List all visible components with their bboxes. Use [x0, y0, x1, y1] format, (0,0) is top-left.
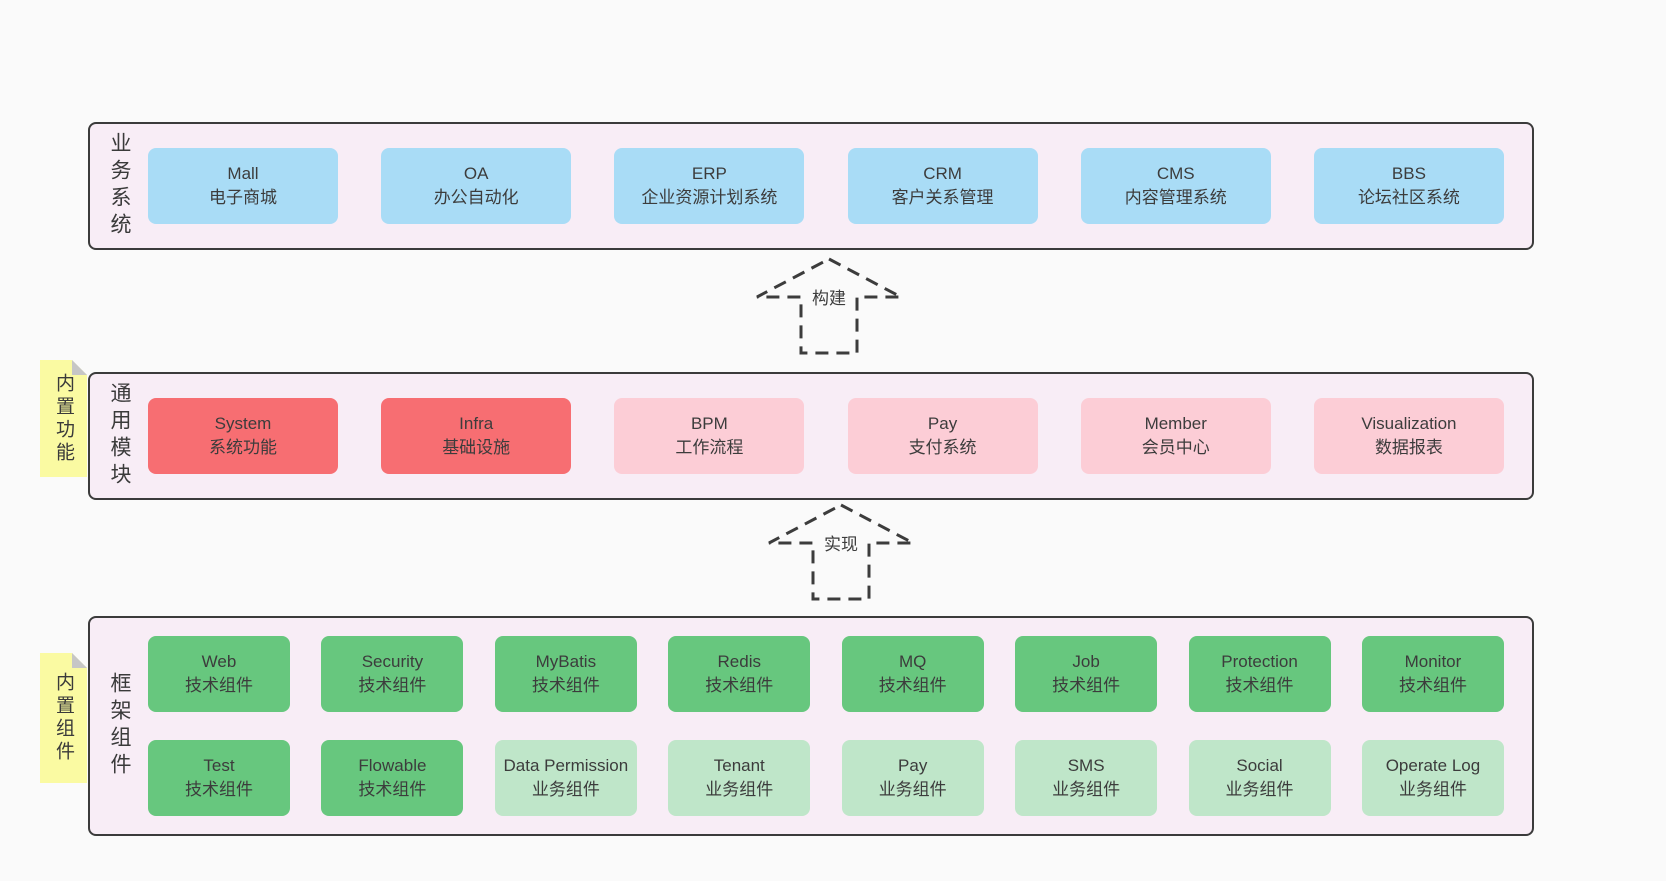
box-crm: CRM 客户关系管理	[847, 148, 1038, 224]
implement-arrow-label: 实现	[821, 530, 861, 555]
box-cms: CMS 内容管理系统	[1080, 148, 1271, 224]
box-operate-log: Operate Log 业务组件	[1361, 740, 1504, 816]
box-monitor: Monitor 技术组件	[1361, 636, 1504, 712]
box-visualization: Visualization 数据报表	[1313, 398, 1504, 474]
sticky-note-text: 内置功能	[53, 372, 74, 465]
business-systems-layer: 业务系统 Mall 电子商城 OA 办公自动化 ERP 企业资源计划系统 CRM…	[88, 122, 1534, 250]
box-bpm: BPM 工作流程	[614, 398, 805, 474]
business-layer-label: 业务系统	[108, 132, 131, 240]
build-arrow: 构建	[754, 256, 904, 356]
box-data-permission: Data Permission 业务组件	[494, 740, 637, 816]
box-oa: OA 办公自动化	[381, 148, 572, 224]
framework-box-row-1: Web 技术组件 Security 技术组件 MyBatis 技术组件 Redi…	[148, 636, 1504, 712]
framework-layer-label: 框架组件	[108, 672, 131, 780]
implement-arrow: 实现	[766, 502, 916, 602]
box-erp: ERP 企业资源计划系统	[614, 148, 805, 224]
box-job: Job 技术组件	[1015, 636, 1158, 712]
dashed-up-arrow-icon	[756, 257, 902, 355]
layer-label-column: 业务系统	[90, 124, 148, 248]
business-box-row: Mall 电子商城 OA 办公自动化 ERP 企业资源计划系统 CRM 客户关系…	[148, 148, 1504, 224]
box-flowable: Flowable 技术组件	[321, 740, 464, 816]
common-layer-label: 通用模块	[108, 382, 131, 490]
box-social: Social 业务组件	[1188, 740, 1331, 816]
sticky-note-background	[40, 360, 87, 477]
builtin-functions-sticky-note: 内置功能	[40, 360, 87, 477]
sticky-note-background	[40, 653, 87, 783]
box-mybatis: MyBatis 技术组件	[494, 636, 637, 712]
box-system: System 系统功能	[148, 398, 338, 474]
box-infra: Infra 基础设施	[381, 398, 572, 474]
framework-layer-content: Web 技术组件 Security 技术组件 MyBatis 技术组件 Redi…	[148, 618, 1532, 834]
box-test: Test 技术组件	[148, 740, 290, 816]
box-pay-business: Pay 业务组件	[841, 740, 984, 816]
box-protection: Protection 技术组件	[1188, 636, 1331, 712]
box-tenant: Tenant 业务组件	[668, 740, 811, 816]
box-member: Member 会员中心	[1080, 398, 1271, 474]
box-pay: Pay 支付系统	[847, 398, 1038, 474]
framework-box-row-2: Test 技术组件 Flowable 技术组件 Data Permission …	[148, 740, 1504, 816]
business-layer-content: Mall 电子商城 OA 办公自动化 ERP 企业资源计划系统 CRM 客户关系…	[148, 124, 1532, 248]
box-web: Web 技术组件	[148, 636, 290, 712]
layer-label-column: 框架组件	[90, 618, 148, 834]
box-mall: Mall 电子商城	[148, 148, 338, 224]
common-modules-layer: 通用模块 System 系统功能 Infra 基础设施 BPM 工作流程 Pay…	[88, 372, 1534, 500]
build-arrow-label: 构建	[809, 284, 849, 309]
builtin-components-sticky-note: 内置组件	[40, 653, 87, 783]
box-sms: SMS 业务组件	[1015, 740, 1158, 816]
folded-corner-icon	[72, 360, 87, 375]
common-layer-content: System 系统功能 Infra 基础设施 BPM 工作流程 Pay 支付系统…	[148, 374, 1532, 498]
common-box-row: System 系统功能 Infra 基础设施 BPM 工作流程 Pay 支付系统…	[148, 398, 1504, 474]
sticky-note-text: 内置组件	[53, 672, 74, 764]
box-mq: MQ 技术组件	[841, 636, 984, 712]
box-bbs: BBS 论坛社区系统	[1313, 148, 1504, 224]
framework-components-layer: 框架组件 Web 技术组件 Security 技术组件 MyBatis 技术组件…	[88, 616, 1534, 836]
dashed-up-arrow-icon	[768, 503, 914, 601]
folded-corner-icon	[72, 653, 87, 668]
box-security: Security 技术组件	[321, 636, 464, 712]
layer-label-column: 通用模块	[90, 374, 148, 498]
box-redis: Redis 技术组件	[668, 636, 811, 712]
